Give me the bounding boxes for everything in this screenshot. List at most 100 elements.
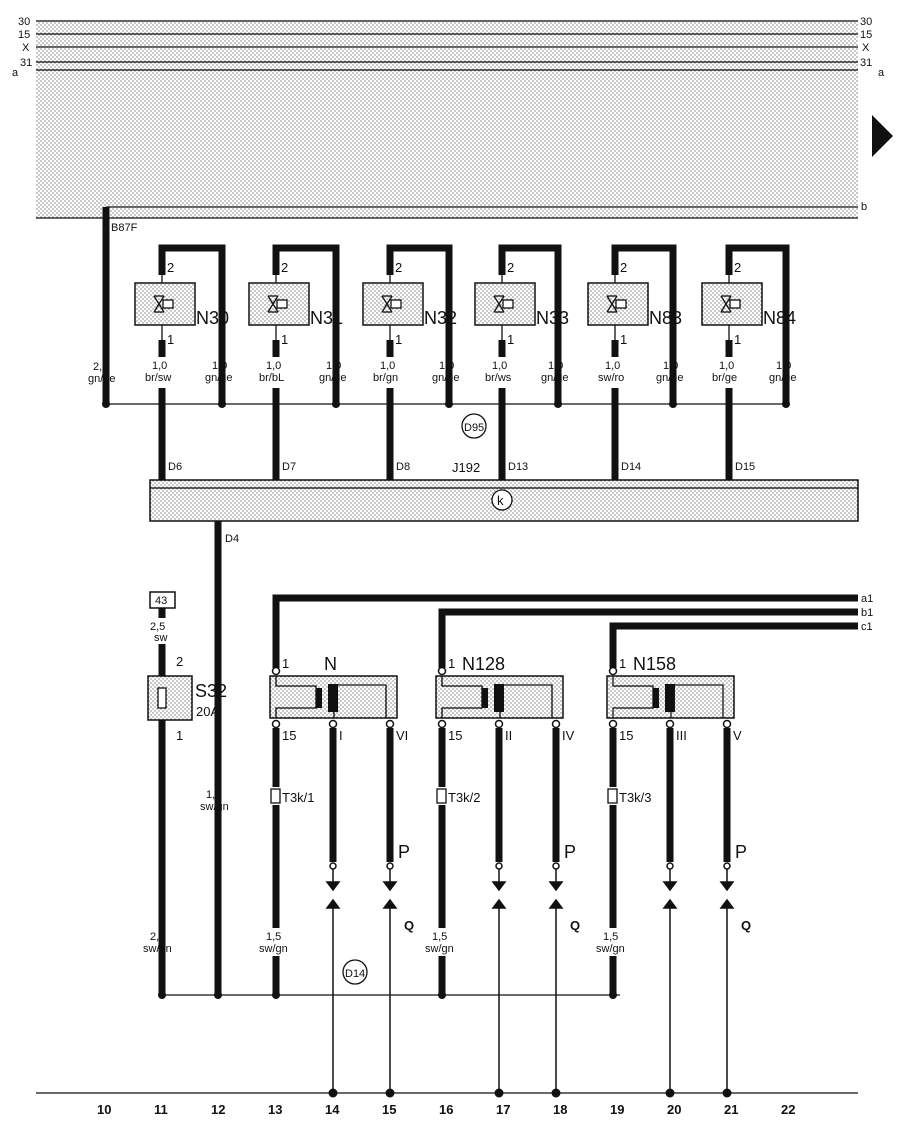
coil-pin [608,719,618,729]
control-unit-pin: D8 [396,461,410,473]
coil-feed-label: b1 [861,607,873,619]
coil-feed-label: c1 [861,621,873,633]
connector-arrow-down-icon [662,869,678,892]
valve-return-wire [386,244,453,404]
valve-name: N31 [310,308,343,328]
coil-name: N128 [462,654,505,674]
valve-name: N83 [649,308,682,328]
bus-label-x-right: X [862,42,870,54]
valve-box [362,282,424,326]
coil-pin-label: VI [396,728,408,743]
coil-feed-wire [438,608,858,668]
connector-icon [436,788,447,804]
bus-label-15-left: 15 [18,29,30,41]
control-unit-pin: D6 [168,461,182,473]
q-label: Q [404,918,414,933]
return-wire-size: 1,0 [548,360,563,372]
wire-end [723,862,731,870]
control-unit-pin: D15 [735,461,755,473]
wire-end [666,862,674,870]
bus-label-31-left: 31 [20,57,32,69]
bus-shaded-area [36,20,858,218]
track-number: 20 [667,1102,681,1117]
coil-core-icon [328,684,338,712]
coil-pin [665,719,675,729]
bus-label-x-left: X [22,42,30,54]
control-unit-marker [491,489,513,511]
track-number: 21 [724,1102,738,1117]
coil-pin [385,719,395,729]
connector-arrow-up-icon [491,898,507,1093]
return-wire-size: 1,0 [663,360,678,372]
wire-end [329,862,337,870]
coil-pin-top-label: 1 [448,656,455,671]
coil-pin-top [608,666,618,676]
coil-pin-label: II [505,728,512,743]
supply-wire-label: B87F [111,222,138,234]
bus-lines [36,20,858,219]
ground-junction [332,400,340,408]
solenoid-icon [162,299,174,309]
coil-wire-color: sw/gn [425,943,454,955]
connector-icon [607,788,618,804]
bus-label-30-left: 30 [18,16,30,28]
valve-pin-top: 2 [395,260,402,275]
coil-pin-label: 15 [282,728,296,743]
valve-name: N30 [196,308,229,328]
fuse-terminal: 43 [155,595,167,607]
valve-pin-top: 2 [620,260,627,275]
solenoid-icon [615,299,627,309]
valve-return-wire [158,244,226,404]
d4-label: D4 [225,533,239,545]
valve-wire-color: br/sw [145,372,171,384]
valve-return-wire [498,244,562,404]
p-label: P [564,842,576,862]
connector-arrow-down-icon [382,869,398,892]
fuse-rating: 20A [196,704,219,719]
ground-junction [272,991,280,999]
valve-wire-color: br/bL [259,372,284,384]
coil-pin-top-label: 1 [282,656,289,671]
valve-wire-color: br/gn [373,372,398,384]
valve-wire-color: br/ws [485,372,512,384]
valve-wire-color: sw/ro [598,372,624,384]
valve-pin-bottom: 1 [734,332,741,347]
coil-winding-icon [316,688,322,708]
valve-wire-color: br/ge [712,372,737,384]
fuse-s32 [147,675,193,721]
ground-junction [669,400,677,408]
coil-winding-icon [482,688,488,708]
return-wire-size: 1,0 [326,360,341,372]
valve-box [248,282,310,326]
coil-pin [437,719,447,729]
connector-icon [270,788,281,804]
ground-junction [438,991,446,999]
bus-label-30-right: 30 [860,16,872,28]
connector-arrow-down-icon [491,869,507,892]
solenoid-icon [276,299,288,309]
track-number: 15 [382,1102,396,1117]
fuse-out-size: 2,5 [150,931,165,943]
ground-junction [102,400,110,408]
valve-name: N84 [763,308,796,328]
track-number: 14 [325,1102,340,1117]
bus-label-a-left: a [12,67,19,79]
control-unit-pin: D7 [282,461,296,473]
connector-arrow-up-icon [662,898,678,1093]
valve-name: N32 [424,308,457,328]
track-number: 12 [211,1102,225,1117]
valve-wire-size: 1,0 [605,360,620,372]
bus-label-15-right: 15 [860,29,872,41]
connector-arrow-up-icon [548,898,564,1093]
d4-wire-size: 1,5 [206,789,221,801]
ground-junction [218,400,226,408]
connector-label: T3k/2 [448,790,481,805]
coil-wire-size: 1,5 [432,931,447,943]
coil-pin-label: I [339,728,343,743]
bus-label-31-right: 31 [860,57,872,69]
